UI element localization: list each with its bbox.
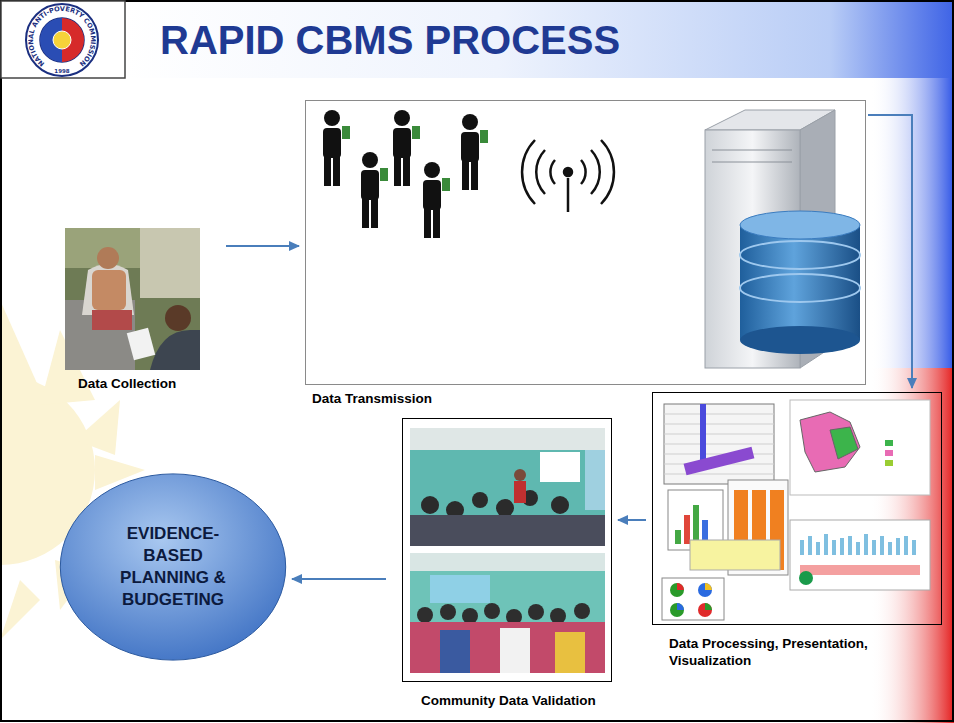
seal-text: NATIONAL ANTI-POVERTY COMMISSION bbox=[27, 5, 97, 68]
wireless-symbol bbox=[522, 140, 614, 212]
data-collage bbox=[662, 400, 930, 620]
server-database bbox=[705, 110, 860, 368]
transmission-box: Data Transmission bbox=[305, 100, 866, 385]
photo-box: Data Collection bbox=[65, 228, 200, 370]
flow-arrow bbox=[618, 519, 646, 521]
flow-arrow bbox=[868, 115, 912, 388]
seal-text: NATIONAL ANTI-POVERTY COMMISSION bbox=[27, 5, 97, 68]
processing-box: Data Processing, Presentation, Visualiza… bbox=[652, 392, 942, 625]
validation-box: Community Data Validation bbox=[402, 418, 612, 682]
slide-title: RAPID CBMS PROCESS bbox=[160, 16, 620, 64]
flow-arrow bbox=[292, 578, 386, 580]
ellipse-outline bbox=[58, 472, 288, 662]
step-label: Data Processing, Presentation, Visualiza… bbox=[669, 636, 919, 670]
flow-arrow bbox=[226, 245, 299, 247]
outcome-ellipse: EVIDENCE-BASED PLANNING & BUDGETING bbox=[58, 472, 288, 662]
meeting-photos bbox=[410, 428, 605, 673]
field-workers bbox=[323, 110, 488, 238]
seal-year: 1998 bbox=[54, 68, 69, 74]
step-label: Community Data Validation bbox=[421, 693, 641, 710]
step-label: Data Transmission bbox=[312, 391, 562, 408]
step-label: Data Collection bbox=[78, 376, 218, 393]
collection-photo bbox=[65, 228, 200, 370]
outcome-text: EVIDENCE-BASED PLANNING & BUDGETING bbox=[109, 523, 237, 611]
